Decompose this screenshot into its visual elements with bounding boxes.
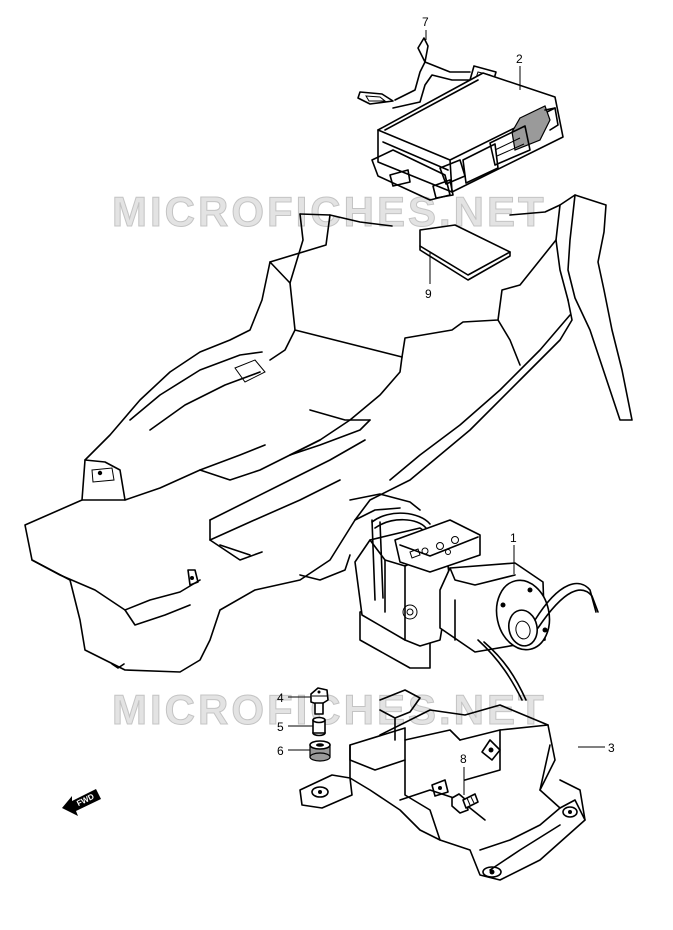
bolt (310, 687, 329, 715)
mounting-hole (190, 576, 194, 580)
callout-4: 4 (277, 691, 284, 705)
watermark-top: MICROFICHES.NET (112, 188, 547, 235)
callout-2: 2 (516, 52, 523, 66)
rear-fender (24, 194, 633, 673)
bolt-small (451, 793, 479, 814)
callout-labels: 7 2 9 1 3 4 5 6 8 (277, 15, 615, 766)
rubber-cushion (309, 740, 331, 762)
callout-5: 5 (277, 720, 284, 734)
callout-9: 9 (425, 287, 432, 301)
callout-8: 8 (460, 752, 467, 766)
forward-direction-marker: FWD (62, 789, 101, 816)
cushion-pad (419, 224, 511, 281)
callout-6: 6 (277, 744, 284, 758)
callout-1: 1 (510, 531, 517, 545)
collar (312, 716, 326, 737)
mounting-hole (97, 470, 103, 476)
callout-3: 3 (608, 741, 615, 755)
mounting-bracket (299, 689, 586, 881)
leader-lines (288, 30, 605, 795)
hydraulic-unit (354, 512, 599, 701)
control-unit (371, 72, 564, 201)
callout-7: 7 (422, 15, 429, 29)
